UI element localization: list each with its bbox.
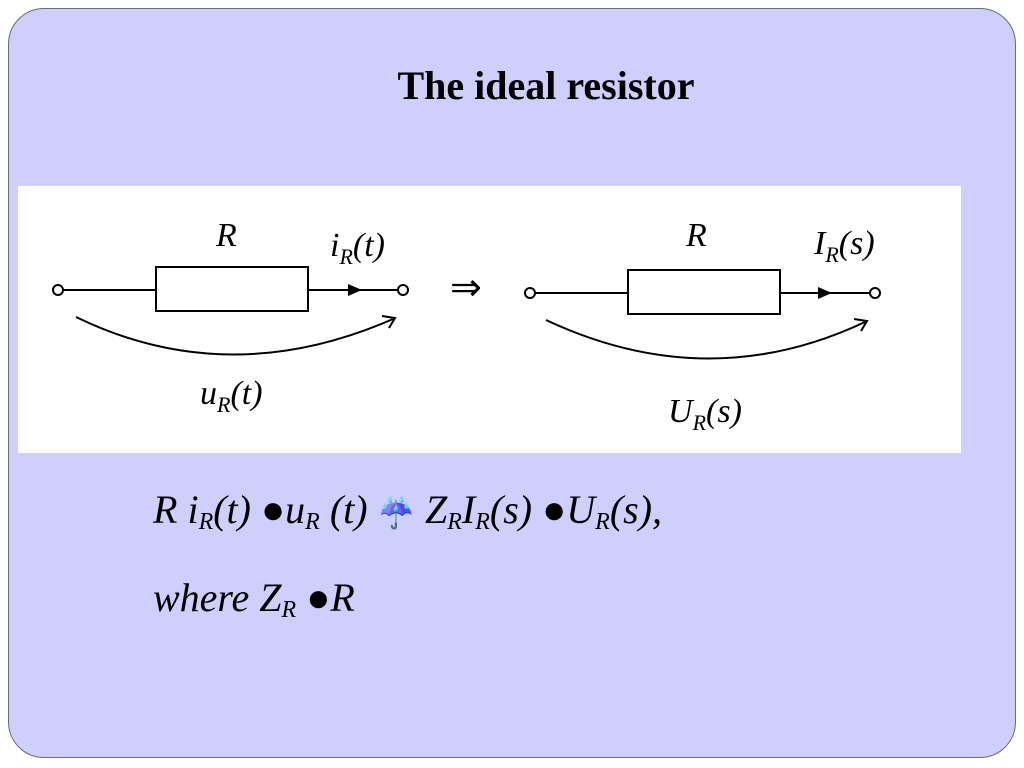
right-resistor-label: R xyxy=(685,217,707,254)
eq2-z-sub: R xyxy=(281,597,297,623)
equation-ohm-law: R iR(t) ●uR (t) ☔ ZRIR(s) ●UR(s), xyxy=(153,486,662,536)
eq1-u-sub: R xyxy=(305,509,320,535)
left-voltage-arc xyxy=(75,316,394,356)
eq2-bullet: ● xyxy=(306,575,331,620)
eq1-I: I xyxy=(461,487,476,532)
laplace-domain-circuit: R IR(s) UR(s) xyxy=(524,217,881,435)
circuit-diagram: R iR(t) uR(t) ⇒ R IR(s) UR(s) xyxy=(52,217,881,435)
eq1-i-sub: R xyxy=(198,509,214,535)
eq1-transform-symbol: ☔ xyxy=(377,497,415,530)
transform-arrow: ⇒ xyxy=(450,267,482,309)
right-voltage-arc xyxy=(545,319,866,360)
right-current-label: IR(s) xyxy=(813,225,875,267)
eq1-U: U xyxy=(566,487,596,532)
left-voltage-arrowhead xyxy=(381,315,397,329)
eq1-i-arg: (t) xyxy=(213,487,251,532)
left-current-label: iR(t) xyxy=(330,227,385,269)
eq1-U-sub: R xyxy=(595,509,610,535)
right-terminal-b xyxy=(869,287,881,299)
circuit-diagram-panel: R iR(t) uR(t) ⇒ R IR(s) UR(s) xyxy=(18,186,961,453)
eq1-u: u xyxy=(285,487,306,532)
left-terminal-a xyxy=(52,284,64,296)
eq2-where: where xyxy=(153,575,250,620)
eq1-r: R xyxy=(153,487,178,532)
slide-title: The ideal resistor xyxy=(397,63,695,108)
eq1-u-arg: (t) xyxy=(329,487,368,532)
eq1-i: i xyxy=(187,487,199,532)
time-domain-circuit: R iR(t) uR(t) xyxy=(52,217,409,417)
left-resistor-label: R xyxy=(215,217,237,254)
right-voltage-label: UR(s) xyxy=(668,393,742,435)
right-resistor xyxy=(627,269,781,315)
right-voltage-arrowhead xyxy=(853,318,869,332)
left-current-arrow xyxy=(348,284,362,296)
equation-impedance: where ZR ●R xyxy=(153,574,355,624)
eq2-r: R xyxy=(330,575,355,620)
eq2-z: Z xyxy=(259,575,282,620)
eq1-bullet-2: ● xyxy=(542,487,567,532)
eq1-z: Z xyxy=(424,487,448,532)
right-terminal-a xyxy=(524,287,536,299)
left-voltage-label: uR(t) xyxy=(200,375,263,417)
eq1-bullet-1: ● xyxy=(261,487,286,532)
left-terminal-b xyxy=(397,284,409,296)
left-resistor xyxy=(155,266,309,312)
eq1-I-arg: (s) xyxy=(489,487,533,532)
eq1-I-sub: R xyxy=(475,509,490,535)
eq1-z-sub: R xyxy=(447,509,462,535)
right-current-arrow xyxy=(818,287,832,299)
eq1-U-arg: (s), xyxy=(609,487,663,532)
